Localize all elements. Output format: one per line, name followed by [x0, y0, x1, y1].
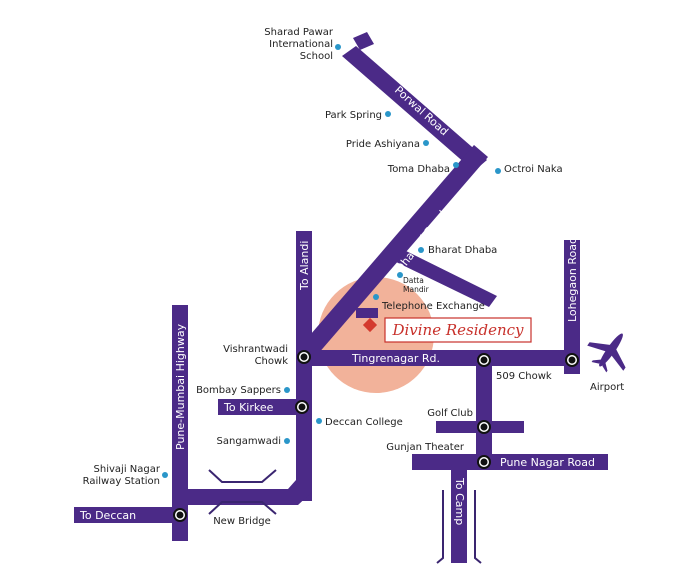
- poi-dots: [162, 44, 501, 478]
- junction-vishrantwadi: [297, 350, 311, 364]
- new-bridge-lines: [208, 469, 277, 515]
- place-vishrantwadi-2: Chowk: [255, 356, 289, 367]
- place-sharad-pawar-3: School: [300, 51, 333, 62]
- junction-lohegaon: [565, 353, 579, 367]
- pune-mumbai-highway: [172, 305, 188, 541]
- lohegaon-road-label: Lohegaon Road.: [566, 234, 579, 322]
- junction-deccan: [173, 508, 187, 522]
- tingrenagar-road: [296, 350, 579, 366]
- airplane-icon: [587, 333, 626, 373]
- place-octroi-naka: Octroi Naka: [504, 164, 563, 175]
- porwal-road-stub: [353, 32, 374, 50]
- bridge-connector-road: [180, 480, 312, 505]
- alandi-road-label: To Alandi: [298, 241, 311, 291]
- junctions: [173, 350, 579, 522]
- chowk-509-road: [476, 350, 492, 470]
- pune-nagar-road-label: Pune Nagar Road: [500, 456, 595, 469]
- camp-road-label: To Camp: [453, 477, 466, 525]
- deccan-road: [74, 507, 188, 523]
- brand-name: Divine Residency: [391, 321, 524, 339]
- junction-509-chowk: [477, 353, 491, 367]
- porwal-road: [342, 46, 487, 171]
- kirkee-road: [218, 399, 312, 415]
- place-sangamwadi: Sangamwadi: [217, 436, 281, 447]
- place-park-spring: Park Spring: [325, 110, 382, 121]
- pune-mumbai-label: Pune-Mumbai Highway: [174, 323, 187, 450]
- camp-road: [451, 465, 467, 563]
- place-shivaji-1: Shivaji Nagar: [94, 464, 161, 475]
- bharat-branch-road: [392, 248, 497, 307]
- deccan-road-label: To Deccan: [79, 509, 136, 522]
- residency-stub-road: [356, 308, 378, 318]
- place-telephone-exchange: Telephone Exchange: [381, 301, 485, 312]
- diamond-marker-icon: [362, 317, 378, 333]
- place-airport: Airport: [590, 382, 624, 393]
- place-pride-ashiyana: Pride Ashiyana: [346, 139, 420, 150]
- place-datta-1: Datta: [403, 276, 424, 285]
- place-golf-club: Golf Club: [427, 408, 473, 419]
- road-network: [74, 32, 608, 563]
- place-bharat-dhaba: Bharat Dhaba: [428, 245, 497, 256]
- camp-road-edges: [436, 490, 482, 564]
- porwal-road-label: Porwal Road: [392, 84, 451, 139]
- place-datta-2: Mandir: [403, 285, 430, 294]
- junction-golf-club: [477, 420, 491, 434]
- place-bombay-sappers: Bombay Sappers: [196, 385, 281, 396]
- brand-label-box: [384, 317, 532, 343]
- kirkee-road-label: To Kirkee: [223, 401, 274, 414]
- place-deccan-college: Deccan College: [325, 417, 403, 428]
- dhanori-road: [298, 145, 488, 362]
- junction-kirkee: [295, 400, 309, 414]
- place-sharad-pawar-2: International: [269, 39, 333, 50]
- lohegaon-road: [564, 240, 580, 374]
- place-shivaji-2: Railway Station: [83, 476, 160, 487]
- place-sharad-pawar-1: Sharad Pawar: [264, 27, 334, 38]
- junction-gunjan: [477, 455, 491, 469]
- place-gunjan-theater: Gunjan Theater: [386, 442, 465, 453]
- place-new-bridge: New Bridge: [213, 516, 271, 527]
- place-toma-dhaba: Toma Dhaba: [387, 164, 450, 175]
- tingrenagar-road-label: Tingrenagar Rd.: [351, 352, 440, 365]
- place-509-chowk: 509 Chowk: [496, 371, 552, 382]
- place-vishrantwadi-1: Vishrantwadi: [223, 344, 288, 355]
